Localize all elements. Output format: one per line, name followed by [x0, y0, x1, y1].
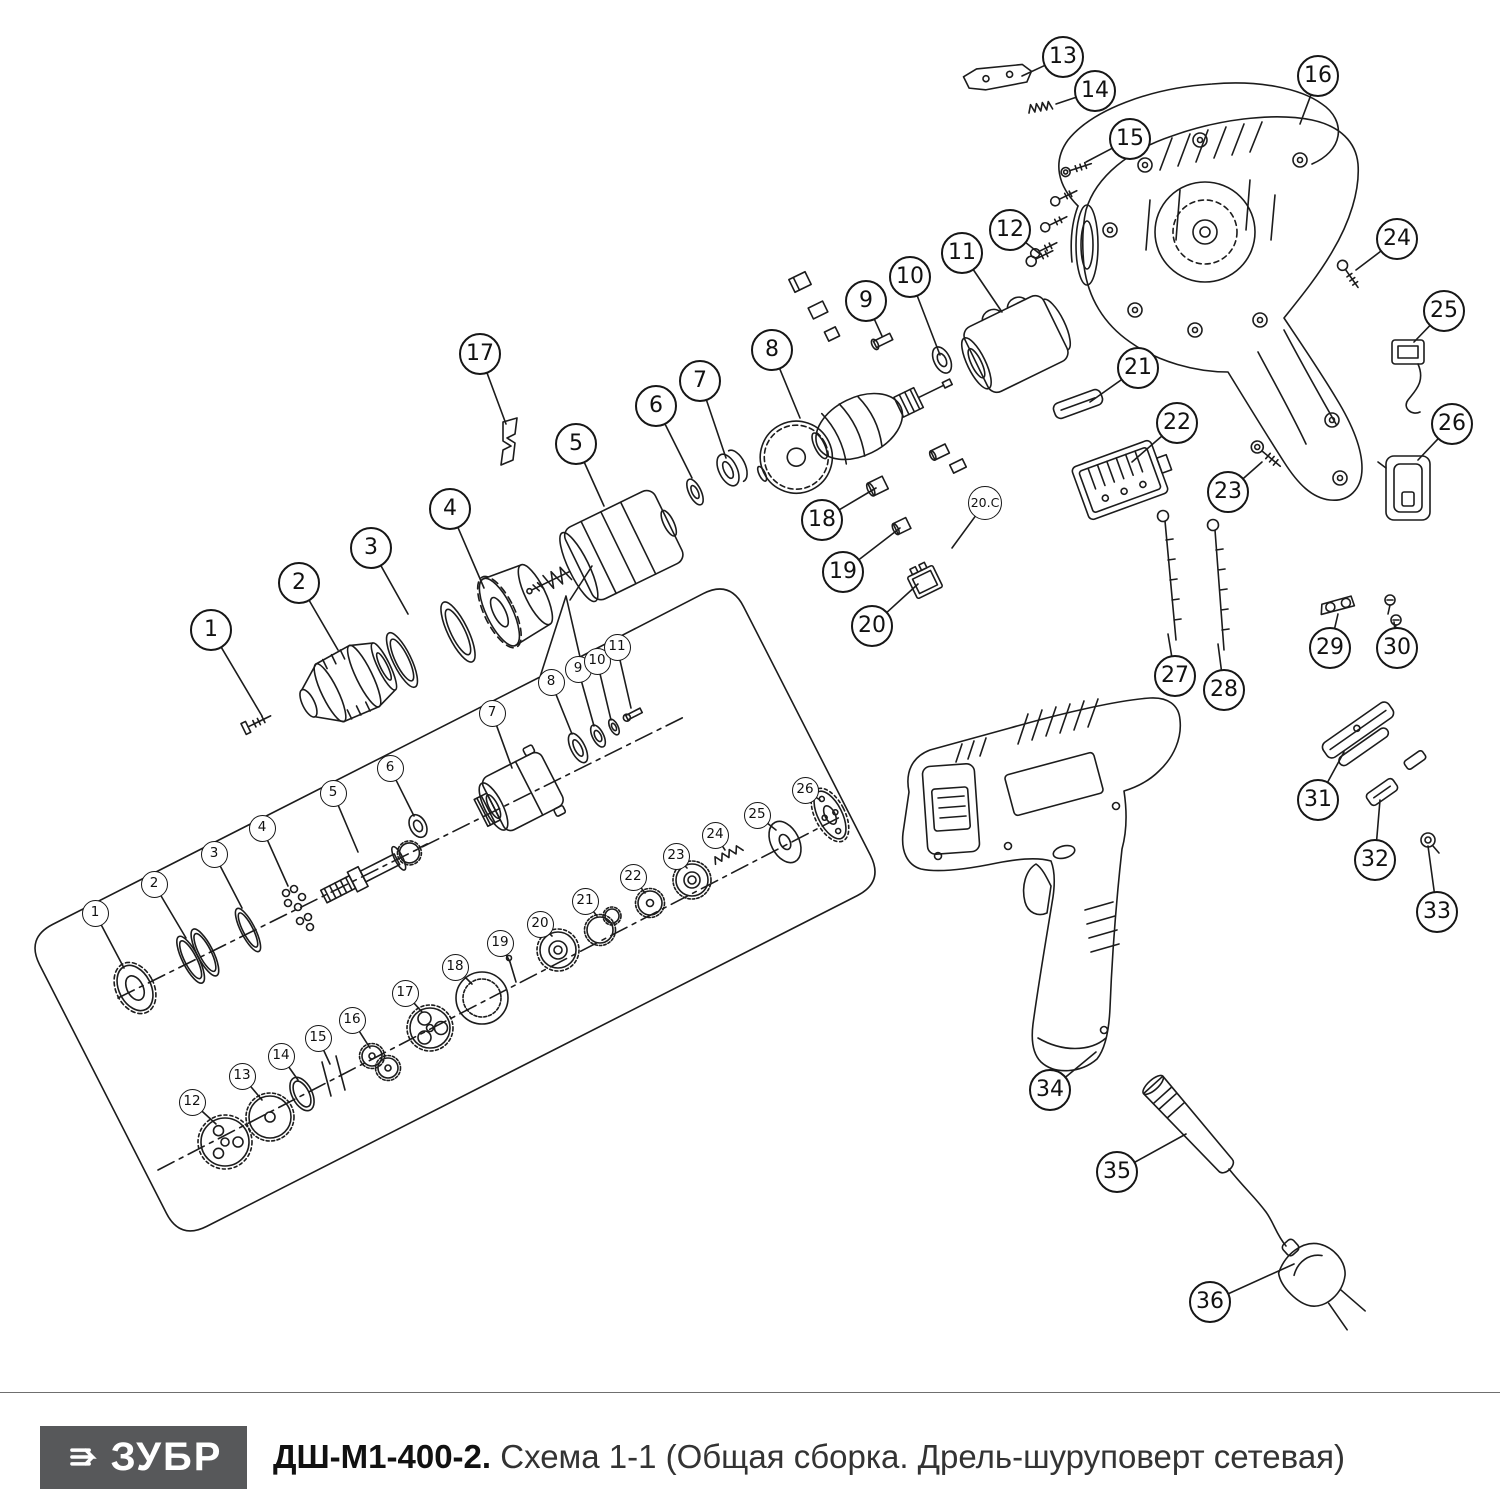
ring-part-2 — [385, 631, 419, 689]
contact-part-19 — [891, 516, 912, 536]
bearing-part-7 — [716, 449, 748, 487]
washer-part-6 — [686, 478, 704, 506]
small-cylinder-part — [928, 443, 951, 461]
stator-part-11 — [960, 294, 1072, 394]
bit-holder-part — [962, 63, 1033, 91]
contact-part-18 — [865, 475, 890, 497]
long-screw-part-27 — [1156, 509, 1182, 641]
inset-gear-23 — [672, 860, 712, 900]
bracket-part-26 — [1377, 455, 1431, 521]
inset-pin-11 — [622, 707, 644, 722]
inset-gear-20 — [536, 928, 580, 972]
inset-balls-4 — [281, 884, 315, 932]
clutch-collar-part — [476, 563, 554, 649]
scheme-caption: Схема 1-1 (Общая сборка. Дрель-шуруповер… — [491, 1438, 1346, 1475]
inset-gear-13 — [245, 1092, 295, 1142]
footer: ЗУБР ДШ-М1-400-2. Схема 1-1 (Общая сборк… — [0, 1414, 1500, 1500]
zubr-logo: ЗУБР — [40, 1425, 247, 1489]
inset-washer-8 — [567, 732, 589, 764]
lever-part-21 — [1052, 388, 1104, 420]
long-screw-part-28 — [1206, 518, 1230, 651]
screw-part-12 — [1025, 249, 1054, 268]
zubr-logo-text: ЗУБР — [110, 1434, 223, 1479]
cable-sleeve-part-35 — [1142, 1074, 1235, 1174]
screw-part-23 — [1250, 440, 1282, 468]
inset-gears-21 — [583, 906, 622, 947]
brush-part — [788, 270, 812, 294]
inset-nut-6 — [408, 813, 428, 839]
assembled-drill-part — [901, 697, 1182, 1072]
screw-part-24 — [1336, 259, 1359, 289]
armature-part — [756, 378, 953, 494]
inset-washer-9 — [589, 724, 607, 748]
screw-part-15 — [1060, 161, 1093, 178]
inset-ring-3 — [234, 907, 262, 953]
inset-spring-24 — [714, 845, 744, 866]
model-code: ДШ-М1-400-2. — [273, 1438, 492, 1475]
power-plug-part-36 — [1277, 1238, 1366, 1331]
inset-ring-14 — [289, 1076, 315, 1112]
inset-washer-10 — [607, 718, 621, 736]
diagram-title: ДШ-М1-400-2. Схема 1-1 (Общая сборка. Др… — [273, 1438, 1345, 1476]
inset-box — [34, 565, 876, 1232]
clip-part-32a — [1403, 749, 1427, 771]
inset-plate-26 — [810, 787, 850, 843]
small-cylinder-part — [948, 458, 968, 474]
inset-gears-16 — [358, 1042, 402, 1082]
cable-clamp-part-25 — [1391, 339, 1425, 414]
switch-block-part-20 — [907, 561, 943, 600]
inset-bearing-1 — [113, 961, 157, 1015]
spring-part — [1028, 100, 1054, 114]
clip-part-31 — [1321, 701, 1395, 767]
gearbox-part — [526, 489, 684, 603]
inset-pins-15 — [321, 1055, 346, 1097]
inset-shaft-5 — [319, 840, 429, 904]
screw-part-33 — [1420, 832, 1440, 854]
washer-part-10 — [931, 346, 953, 374]
screws-part-30 — [1384, 594, 1402, 635]
switch-module-part-22 — [1071, 439, 1173, 521]
clip-part-32 — [1365, 777, 1399, 807]
chuck-part — [299, 642, 398, 723]
pin-part-9 — [870, 332, 894, 351]
brush-part — [823, 326, 841, 342]
power-cord — [1228, 1168, 1287, 1247]
footer-separator — [0, 1392, 1500, 1393]
brush-part — [807, 300, 829, 320]
inset-gear-22 — [634, 887, 666, 919]
housing-screw-bosses — [1102, 132, 1348, 486]
spring-clip-part-17 — [500, 417, 518, 466]
zubr-logo-icon — [69, 1448, 97, 1466]
housing-half-part — [1029, 82, 1363, 501]
chuck-screw-part — [240, 715, 272, 736]
linkage-part-29 — [1320, 595, 1356, 616]
inset-rings-2 — [176, 928, 220, 984]
inset-ring-gear-18 — [455, 971, 509, 1025]
inset-carrier-17 — [406, 1004, 454, 1052]
inset-gear-housing-7 — [473, 744, 567, 832]
inset-carrier-12 — [197, 1114, 253, 1170]
inset-washer-25 — [768, 820, 802, 864]
ring-part-3 — [440, 601, 476, 663]
